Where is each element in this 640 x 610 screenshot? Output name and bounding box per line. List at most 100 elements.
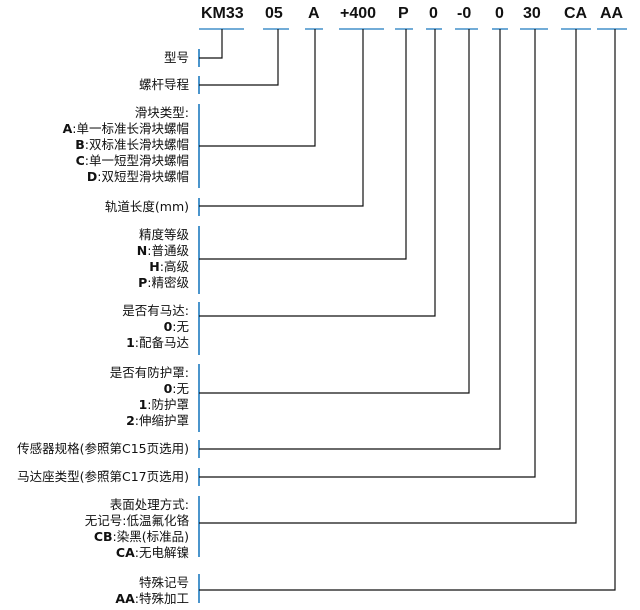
option-sep: : <box>147 243 152 258</box>
option-text: 特殊加工 <box>138 591 189 606</box>
desc-surface-title: 表面处理方式: <box>109 497 189 512</box>
desc-cover: 是否有防护罩: 0:无 1:防护罩 2:伸缩护罩 <box>110 365 189 429</box>
option-text: 单一标准长滑块螺帽 <box>76 121 189 136</box>
desc-motor-title: 是否有马达: <box>122 303 189 318</box>
desc-model-title: 型号 <box>163 50 189 65</box>
option-code: 2 <box>126 413 135 428</box>
option-sep: : <box>172 319 177 334</box>
slider-option-b: B:双标准长滑块螺帽 <box>63 137 189 153</box>
option-text: 无电解镍 <box>138 545 189 560</box>
option-text: 普通级 <box>151 243 189 258</box>
motor-option-1: 1:配备马达 <box>122 335 189 351</box>
desc-sensor-title: 传感器规格(参照第C15页选用) <box>17 441 189 456</box>
connector-special <box>199 29 616 591</box>
option-code: N <box>136 243 148 258</box>
option-sep: : <box>134 545 139 560</box>
connector-motor-seat <box>199 29 536 478</box>
option-code: P <box>138 275 148 290</box>
desc-screw-lead: 螺杆导程 <box>139 77 189 93</box>
cover-option-2: 2:伸缩护罩 <box>110 413 189 429</box>
option-sep: : <box>134 591 139 606</box>
connector-precision <box>199 29 407 260</box>
option-text: 双短型滑块螺帽 <box>101 169 189 184</box>
desc-slider-type-title: 滑块类型: <box>134 105 189 120</box>
option-code: CA <box>115 545 135 560</box>
desc-slider-type: 滑块类型: A:单一标准长滑块螺帽 B:双标准长滑块螺帽 C:单一短型滑块螺帽 … <box>63 105 189 185</box>
option-code: C <box>75 153 85 168</box>
option-sep: : <box>122 513 127 528</box>
option-code: AA <box>115 591 135 606</box>
desc-precision-title: 精度等级 <box>138 227 189 242</box>
option-text: 配备马达 <box>138 335 189 350</box>
code-segment-cover: -0 <box>457 5 472 22</box>
slider-option-d: D:双短型滑块螺帽 <box>63 169 189 185</box>
precision-option-p: P:精密级 <box>137 275 189 291</box>
code-segment-surface: CA <box>564 5 588 22</box>
option-code: 0 <box>163 319 173 334</box>
desc-motor-seat: 马达座类型(参照第C17页选用) <box>17 469 189 485</box>
desc-screw-lead-title: 螺杆导程 <box>138 77 189 92</box>
connector-length <box>199 29 364 207</box>
option-code: H <box>149 259 160 274</box>
option-sep: : <box>159 259 164 274</box>
connector-lead <box>199 29 279 86</box>
desc-rail-length: 轨道长度(mm) <box>105 199 189 215</box>
desc-sensor: 传感器规格(参照第C15页选用) <box>17 441 189 457</box>
connector-surface <box>199 29 577 524</box>
surface-option-cb: CB:染黑(标准品) <box>85 529 189 545</box>
desc-surface: 表面处理方式: 无记号:低温氟化铬 CB:染黑(标准品) CA:无电解镍 <box>85 497 189 561</box>
option-sep: : <box>84 137 89 152</box>
code-segment-motor: 0 <box>429 5 438 22</box>
motor-option-0: 0:无 <box>122 319 189 335</box>
connector-sensor <box>199 29 501 450</box>
slider-option-c: C:单一短型滑块螺帽 <box>63 153 189 169</box>
connector-model <box>199 29 223 59</box>
connector-slider <box>199 29 316 147</box>
option-code: 0 <box>163 381 173 396</box>
code-segment-lead: 05 <box>265 5 283 22</box>
option-text: 染黑(标准品) <box>116 529 189 544</box>
connector-cover <box>199 29 470 394</box>
option-text: 低温氟化铬 <box>126 513 189 528</box>
desc-rail-length-title: 轨道长度(mm) <box>104 199 189 214</box>
option-sep: : <box>97 169 102 184</box>
slider-option-a: A:单一标准长滑块螺帽 <box>63 121 189 137</box>
option-sep: : <box>147 397 152 412</box>
option-code: 无记号 <box>84 513 123 528</box>
option-text: 防护罩 <box>151 397 189 412</box>
option-text: 无 <box>176 381 189 396</box>
cover-option-0: 0:无 <box>110 381 189 397</box>
surface-option-ca: CA:无电解镍 <box>85 545 189 561</box>
option-sep: : <box>172 381 177 396</box>
option-text: 双标准长滑块螺帽 <box>88 137 189 152</box>
desc-precision: 精度等级 N:普通级 H:高级 P:精密级 <box>137 227 189 291</box>
desc-special: 特殊记号 AA:特殊加工 <box>115 575 189 607</box>
option-sep: : <box>84 153 89 168</box>
option-text: 伸缩护罩 <box>138 413 189 428</box>
option-code: A <box>62 121 73 136</box>
option-code: 1 <box>138 397 148 412</box>
code-segment-length: +400 <box>340 5 377 22</box>
option-code: D <box>86 169 98 184</box>
precision-option-h: H:高级 <box>137 259 189 275</box>
precision-option-n: N:普通级 <box>137 243 189 259</box>
code-segment-motor-seat: 30 <box>523 5 541 22</box>
desc-special-title: 特殊记号 <box>138 575 189 590</box>
connector-motor <box>199 29 436 317</box>
desc-model: 型号 <box>164 50 189 66</box>
option-sep: : <box>134 413 139 428</box>
option-text: 无 <box>176 319 189 334</box>
cover-option-1: 1:防护罩 <box>110 397 189 413</box>
desc-motor: 是否有马达: 0:无 1:配备马达 <box>122 303 189 351</box>
desc-motor-seat-title: 马达座类型(参照第C17页选用) <box>17 469 189 484</box>
option-code: 1 <box>126 335 135 350</box>
option-text: 精密级 <box>151 275 189 290</box>
desc-cover-title: 是否有防护罩: <box>109 365 189 380</box>
option-sep: : <box>112 529 117 544</box>
option-code: CB <box>93 529 113 544</box>
option-sep: : <box>147 275 152 290</box>
code-segment-sensor: 0 <box>495 5 504 22</box>
option-sep: : <box>72 121 77 136</box>
option-code: B <box>75 137 85 152</box>
